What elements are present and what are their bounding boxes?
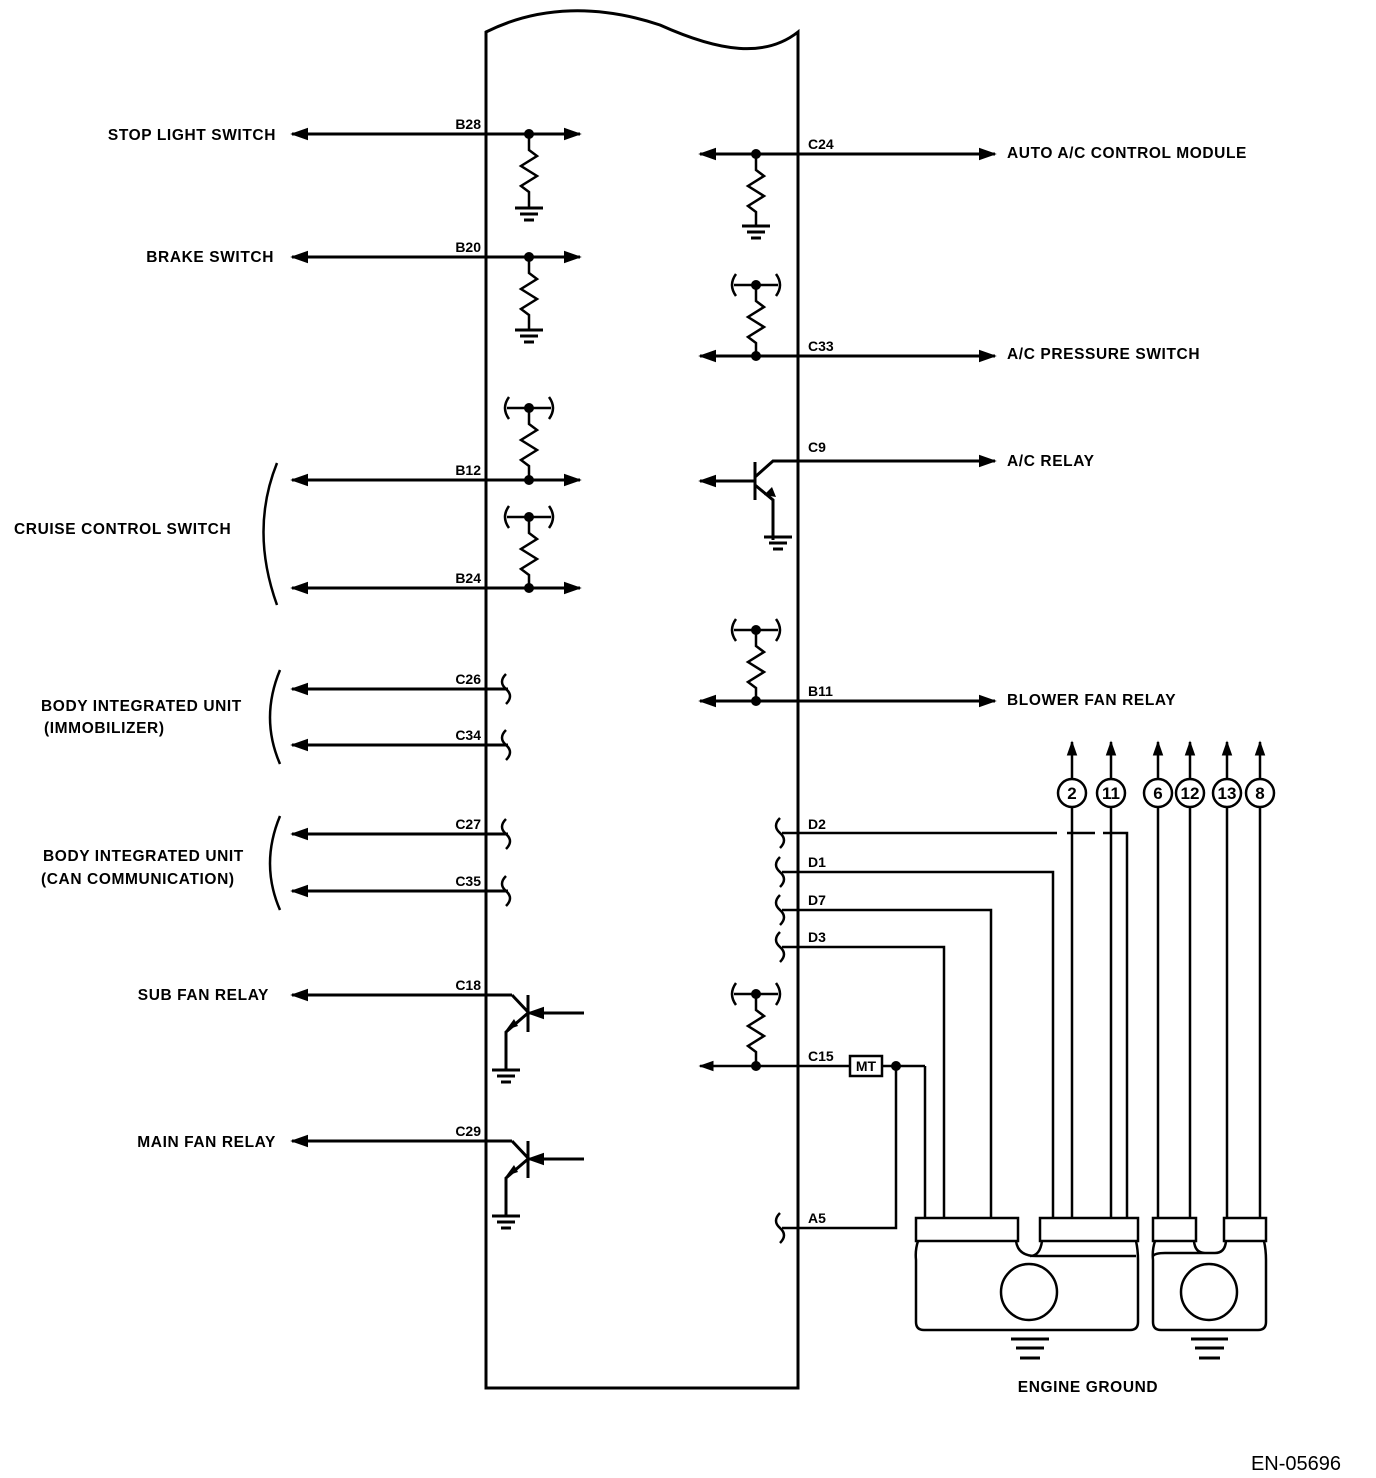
label-stop-light-switch: STOP LIGHT SWITCH	[108, 127, 276, 144]
engine-ground-terminals	[914, 1216, 1268, 1360]
label-brake-switch: BRAKE SWITCH	[146, 249, 274, 266]
pin-d7: D7	[808, 892, 826, 908]
signal-c34	[290, 729, 512, 761]
ref-2: 2	[1067, 784, 1076, 803]
label-ac-pressure-switch: A/C PRESSURE SWITCH	[1007, 346, 1200, 363]
pin-c9: C9	[808, 439, 826, 455]
label-ac-relay: A/C RELAY	[1007, 453, 1095, 470]
ecm-box	[484, 9, 800, 1390]
signal-c9	[698, 454, 997, 551]
signal-b24	[290, 505, 582, 595]
signal-b28	[290, 127, 582, 222]
label-can-communication: (CAN COMMUNICATION)	[41, 871, 235, 888]
label-sub-fan-relay: SUB FAN RELAY	[138, 987, 269, 1004]
connector-refs: 2 11 6 12 13 8	[1056, 777, 1276, 809]
pin-c24: C24	[808, 136, 834, 152]
label-body-integrated-unit-2: BODY INTEGRATED UNIT	[43, 848, 244, 865]
pin-c35: C35	[455, 873, 481, 889]
signal-c26	[290, 673, 512, 705]
signal-c18	[290, 988, 584, 1084]
pin-b20: B20	[455, 239, 481, 255]
pin-d3: D3	[808, 929, 826, 945]
signal-b20	[290, 250, 582, 344]
pin-c18: C18	[455, 977, 481, 993]
pin-d2: D2	[808, 816, 826, 832]
mt-label: MT	[856, 1058, 877, 1074]
signal-b11	[698, 618, 997, 708]
pin-c15: C15	[808, 1048, 834, 1064]
ref-11: 11	[1102, 784, 1120, 803]
pin-b11: B11	[808, 683, 833, 699]
signal-c29	[290, 1134, 584, 1230]
pin-d1: D1	[808, 854, 826, 870]
signal-c35	[290, 875, 512, 907]
pin-c29: C29	[455, 1123, 481, 1139]
signal-c33	[698, 273, 997, 363]
ground-wiring	[698, 740, 1266, 1244]
signal-b12	[290, 396, 582, 487]
figure-code: EN-05696	[1251, 1453, 1341, 1475]
bracket-cruise	[262, 462, 279, 606]
label-auto-ac-control-module: AUTO A/C CONTROL MODULE	[1007, 145, 1247, 162]
bracket-can	[268, 815, 282, 911]
signal-c27	[290, 818, 512, 850]
label-blower-fan-relay: BLOWER FAN RELAY	[1007, 692, 1176, 709]
label-body-integrated-unit-1: BODY INTEGRATED UNIT	[41, 698, 242, 715]
pin-b24: B24	[455, 570, 481, 586]
pin-c26: C26	[455, 671, 481, 687]
bracket-immobilizer	[268, 669, 282, 765]
pin-b12: B12	[455, 462, 481, 478]
pin-a5: A5	[808, 1210, 826, 1226]
ref-12: 12	[1181, 784, 1200, 803]
label-cruise-control-switch: CRUISE CONTROL SWITCH	[14, 521, 231, 538]
ref-13: 13	[1218, 784, 1237, 803]
ref-8: 8	[1255, 784, 1264, 803]
ref-6: 6	[1153, 784, 1162, 803]
pin-c33: C33	[808, 338, 834, 354]
pin-b28: B28	[455, 116, 481, 132]
pin-c34: C34	[455, 727, 481, 743]
label-immobilizer: (IMMOBILIZER)	[44, 720, 165, 737]
signal-c24	[698, 147, 997, 240]
label-engine-ground: ENGINE GROUND	[1018, 1379, 1158, 1396]
label-main-fan-relay: MAIN FAN RELAY	[137, 1134, 276, 1151]
pin-c27: C27	[455, 816, 481, 832]
